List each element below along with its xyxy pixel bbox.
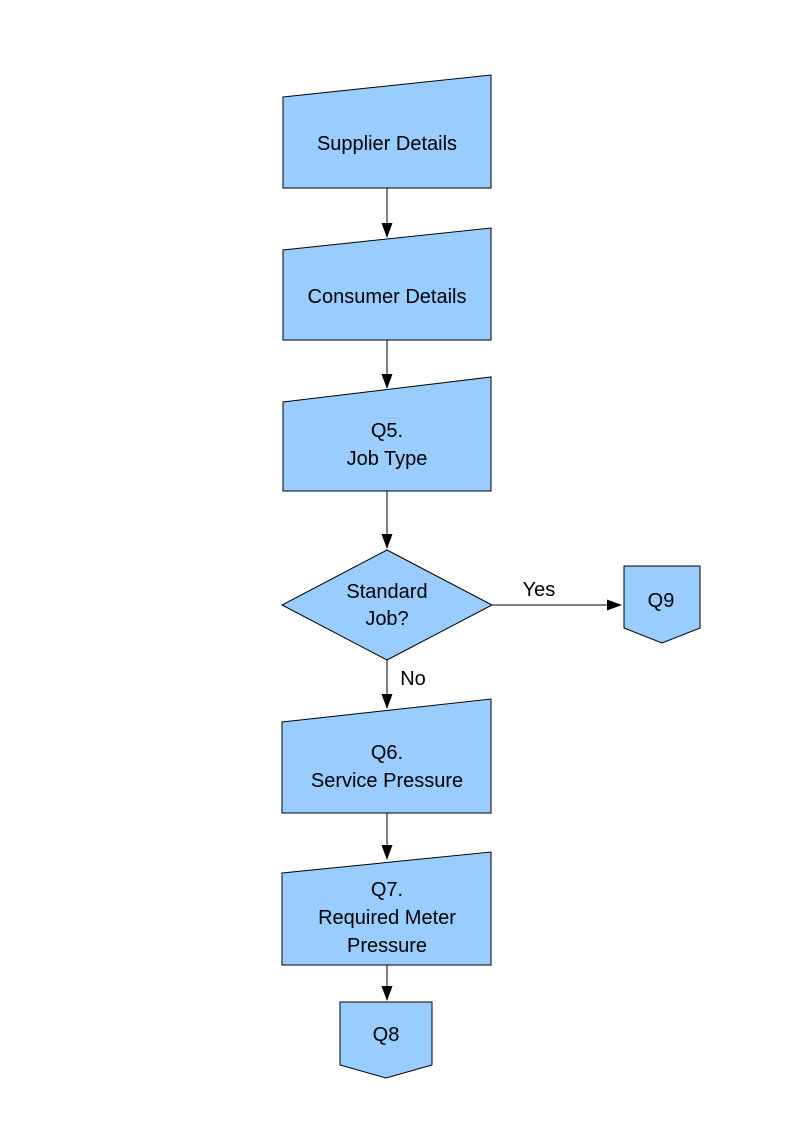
standard-job-decision-shape [280, 549, 494, 661]
supplier-details-label: Supplier Details [317, 133, 457, 155]
consumer-details-label: Consumer Details [308, 286, 467, 308]
supplier-details-shape [282, 74, 492, 189]
q8-connector-shape [339, 1001, 433, 1079]
node-consumer-details: Consumer Details [282, 227, 492, 341]
node-q7-required-meter-pressure: Q7. Required Meter Pressure [281, 851, 492, 966]
q5-job-type-label-line1: Q5. [371, 420, 403, 442]
q5-job-type-label-line2: Job Type [347, 448, 428, 470]
consumer-details-shape [282, 227, 492, 341]
q7-label-line2: Required Meter [318, 907, 456, 929]
standard-job-label-line1: Standard [346, 581, 427, 603]
yes-branch-label: Yes [523, 579, 556, 601]
no-branch-label: No [400, 668, 426, 690]
node-standard-job-decision: Standard Job? [280, 549, 494, 661]
q7-label-line1: Q7. [371, 879, 403, 901]
q7-label-line3: Pressure [347, 935, 427, 957]
node-q6-service-pressure: Q6. Service Pressure [281, 698, 492, 814]
q6-service-pressure-shape [281, 698, 492, 814]
q7-required-meter-pressure-shape [281, 851, 492, 966]
standard-job-label-line2: Job? [365, 608, 408, 630]
node-q8-connector: Q8 [339, 1001, 433, 1079]
q6-service-pressure-label-line2: Service Pressure [311, 770, 463, 792]
q8-connector-label: Q8 [373, 1024, 400, 1046]
q6-service-pressure-label-line1: Q6. [371, 742, 403, 764]
connectors [381, 188, 622, 1001]
node-q9-connector: Q9 [623, 565, 701, 644]
q9-connector-shape [623, 565, 701, 644]
node-q5-job-type: Q5. Job Type [282, 376, 492, 492]
q9-connector-label: Q9 [648, 590, 675, 612]
q5-job-type-shape [282, 376, 492, 492]
node-supplier-details: Supplier Details [282, 74, 492, 189]
